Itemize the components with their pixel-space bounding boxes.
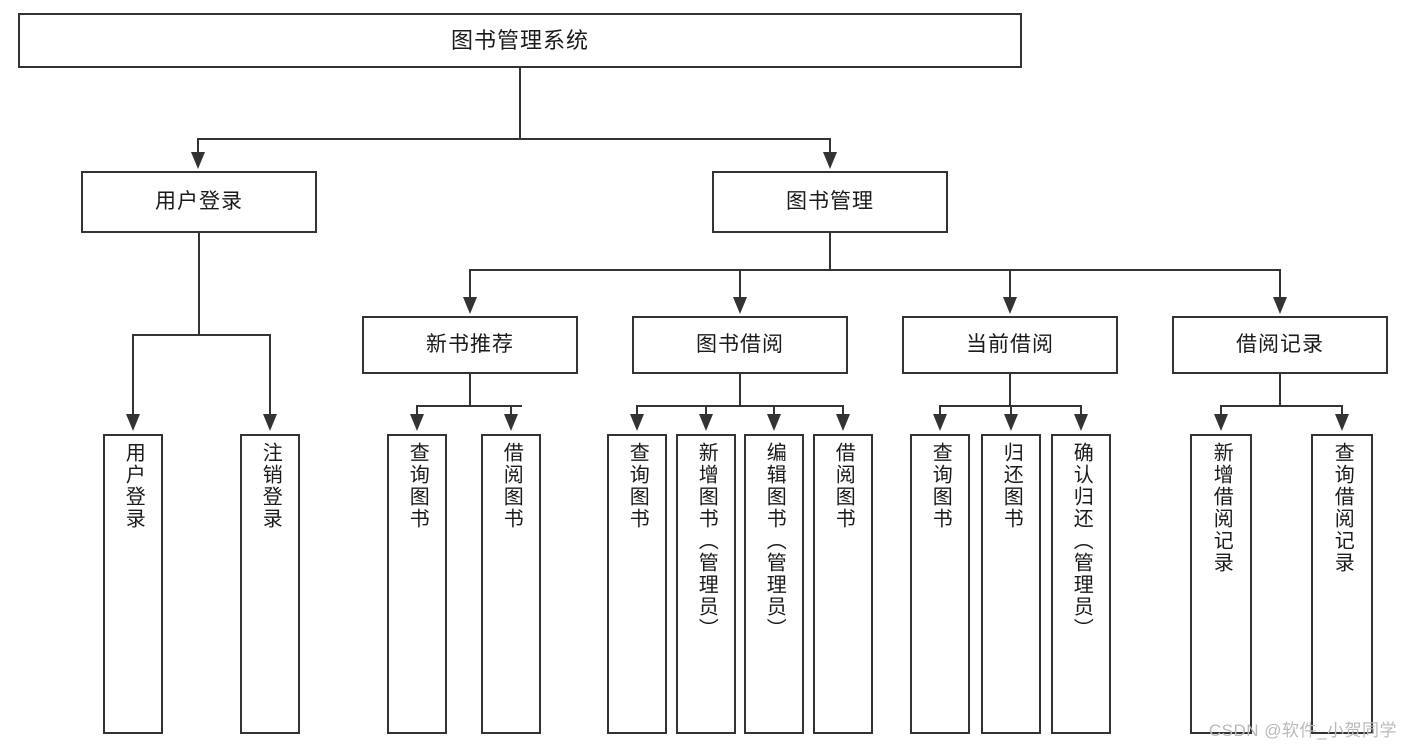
connector-user-login-stem xyxy=(198,233,200,335)
node-borrow-record[interactable]: 借阅记录 xyxy=(1172,316,1388,374)
node-label: 借阅记录 xyxy=(1236,332,1324,356)
node-book-manage[interactable]: 图书管理 xyxy=(712,171,948,233)
connector-book-manage-bus xyxy=(469,269,1281,271)
arrowhead-user-login-leaf-1 xyxy=(126,414,140,431)
arrowhead-book-borrow-leaf-3 xyxy=(767,414,781,431)
arrowhead-book-borrow-leaf-4 xyxy=(836,414,850,431)
connector-borrow-record-bus xyxy=(1220,405,1342,407)
leaf-borrow-record-add[interactable]: 新增借阅记录 xyxy=(1190,434,1252,734)
arrowhead-to-book-borrow xyxy=(733,297,747,314)
leaf-user-login-logout[interactable]: 注销登录 xyxy=(240,434,300,734)
connector-current-borrow-leaf-3 xyxy=(1080,405,1082,418)
connector-to-borrow-record xyxy=(1279,269,1281,300)
leaf-book-borrow-add[interactable]: 新增图书（管理员） xyxy=(676,434,736,734)
node-label: 新增图书（管理员） xyxy=(695,442,718,640)
leaf-borrow-record-query[interactable]: 查询借阅记录 xyxy=(1311,434,1373,734)
node-label: 查询图书 xyxy=(406,442,429,530)
connector-borrow-record-leaf-2 xyxy=(1341,405,1343,418)
node-label: 查询图书 xyxy=(626,442,649,530)
connector-current-borrow-stem xyxy=(1009,374,1011,406)
arrowhead-book-borrow-leaf-2 xyxy=(699,414,713,431)
connector-root-stem xyxy=(519,68,521,139)
node-label: 新书推荐 xyxy=(426,332,514,356)
connector-to-current-borrow xyxy=(1009,269,1011,300)
connector-book-borrow-bus xyxy=(636,405,844,407)
node-label: 归还图书 xyxy=(1000,442,1023,530)
arrowhead-new-book-recommend-leaf-2 xyxy=(504,414,518,431)
arrowhead-current-borrow-leaf-1 xyxy=(933,414,947,431)
connector-to-new-book-recommend xyxy=(469,269,471,300)
connector-new-book-recommend-leaf-1 xyxy=(416,405,418,418)
node-label: 图书管理系统 xyxy=(450,27,589,53)
leaf-current-borrow-return[interactable]: 归还图书 xyxy=(981,434,1041,734)
arrowhead-current-borrow-leaf-3 xyxy=(1074,414,1088,431)
connector-book-borrow-stem xyxy=(739,374,741,406)
connector-book-manage-stem xyxy=(829,233,831,270)
leaf-book-borrow-query[interactable]: 查询图书 xyxy=(607,434,667,734)
node-label: 编辑图书（管理员） xyxy=(763,442,786,640)
arrowhead-book-borrow-leaf-1 xyxy=(630,414,644,431)
connector-book-borrow-leaf-1 xyxy=(636,405,638,418)
node-label: 查询图书 xyxy=(929,442,952,530)
watermark-text: CSDN @软件_小贺同学 xyxy=(1208,721,1397,740)
connector-to-book-borrow xyxy=(739,269,741,300)
connector-user-login-bus xyxy=(132,334,270,336)
connector-book-borrow-leaf-3 xyxy=(773,405,775,418)
connector-user-login-leaf-2 xyxy=(269,334,271,418)
node-label: 用户登录 xyxy=(122,442,145,530)
connector-root-to-user-login xyxy=(197,138,199,156)
connector-new-book-recommend-leaf-2 xyxy=(510,405,512,418)
connector-root-to-book-manage xyxy=(829,138,831,156)
node-new-book-recommend[interactable]: 新书推荐 xyxy=(362,316,578,374)
connector-user-login-leaf-1 xyxy=(132,334,134,418)
connector-new-book-recommend-bus xyxy=(416,405,522,407)
arrowhead-to-user-login xyxy=(191,152,205,169)
node-book-borrow[interactable]: 图书借阅 xyxy=(632,316,848,374)
arrowhead-borrow-record-leaf-2 xyxy=(1335,414,1349,431)
connector-new-book-recommend-stem xyxy=(469,374,471,406)
node-label: 注销登录 xyxy=(259,442,282,530)
node-label: 借阅图书 xyxy=(832,442,855,530)
arrowhead-user-login-leaf-2 xyxy=(263,414,277,431)
node-label: 用户登录 xyxy=(155,189,243,213)
node-label: 查询借阅记录 xyxy=(1331,442,1354,574)
node-label: 图书借阅 xyxy=(696,332,784,356)
connector-book-borrow-leaf-2 xyxy=(705,405,707,418)
node-label: 新增借阅记录 xyxy=(1210,442,1233,574)
leaf-user-login-login[interactable]: 用户登录 xyxy=(103,434,163,734)
arrowhead-to-borrow-record xyxy=(1273,297,1287,314)
node-user-login[interactable]: 用户登录 xyxy=(81,171,317,233)
leaf-book-borrow-borrow[interactable]: 借阅图书 xyxy=(813,434,873,734)
arrowhead-borrow-record-leaf-1 xyxy=(1214,414,1228,431)
connector-current-borrow-leaf-2 xyxy=(1010,405,1012,418)
arrowhead-to-current-borrow xyxy=(1003,297,1017,314)
connector-borrow-record-leaf-1 xyxy=(1220,405,1222,418)
connector-book-borrow-leaf-4 xyxy=(842,405,844,418)
node-label: 图书管理 xyxy=(786,189,874,213)
node-label: 确认归还（管理员） xyxy=(1070,442,1093,640)
leaf-new-book-borrow[interactable]: 借阅图书 xyxy=(481,434,541,734)
leaf-new-book-query[interactable]: 查询图书 xyxy=(387,434,447,734)
connector-root-bus xyxy=(197,138,831,140)
connector-borrow-record-stem xyxy=(1279,374,1281,406)
arrowhead-to-book-manage xyxy=(823,152,837,169)
node-label: 借阅图书 xyxy=(500,442,523,530)
node-label: 当前借阅 xyxy=(966,332,1054,356)
leaf-book-borrow-edit[interactable]: 编辑图书（管理员） xyxy=(744,434,804,734)
leaf-current-borrow-query[interactable]: 查询图书 xyxy=(910,434,970,734)
arrowhead-current-borrow-leaf-2 xyxy=(1004,414,1018,431)
arrowhead-to-new-book-recommend xyxy=(463,297,477,314)
arrowhead-new-book-recommend-leaf-1 xyxy=(410,414,424,431)
node-root-system[interactable]: 图书管理系统 xyxy=(18,13,1022,68)
node-current-borrow[interactable]: 当前借阅 xyxy=(902,316,1118,374)
leaf-current-borrow-confirm[interactable]: 确认归还（管理员） xyxy=(1051,434,1111,734)
connector-current-borrow-leaf-1 xyxy=(939,405,941,418)
